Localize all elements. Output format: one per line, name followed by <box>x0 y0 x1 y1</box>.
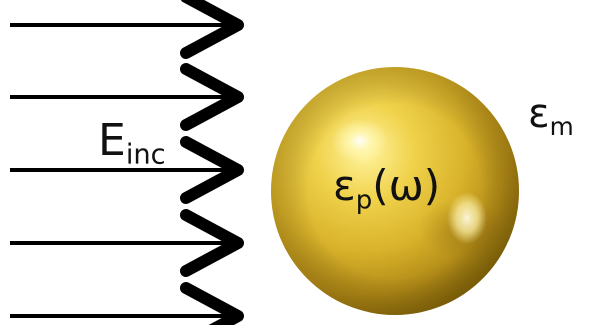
medium-permittivity-symbol: ε <box>528 91 550 137</box>
incident-field-label: Einc <box>98 119 166 169</box>
incident-field-symbol: E <box>98 115 126 166</box>
particle-permittivity-argument: (ω) <box>372 161 441 210</box>
particle-permittivity-label: εp(ω) <box>333 165 440 214</box>
medium-permittivity-subscript: m <box>549 111 574 141</box>
incident-field-subscript: inc <box>125 139 166 171</box>
gold-nanoparticle <box>271 67 519 315</box>
medium-permittivity-label: εm <box>528 91 574 139</box>
particle-permittivity-symbol: ε <box>333 161 356 210</box>
incident-arrows <box>10 0 244 325</box>
particle-permittivity-subscript: p <box>355 185 373 216</box>
